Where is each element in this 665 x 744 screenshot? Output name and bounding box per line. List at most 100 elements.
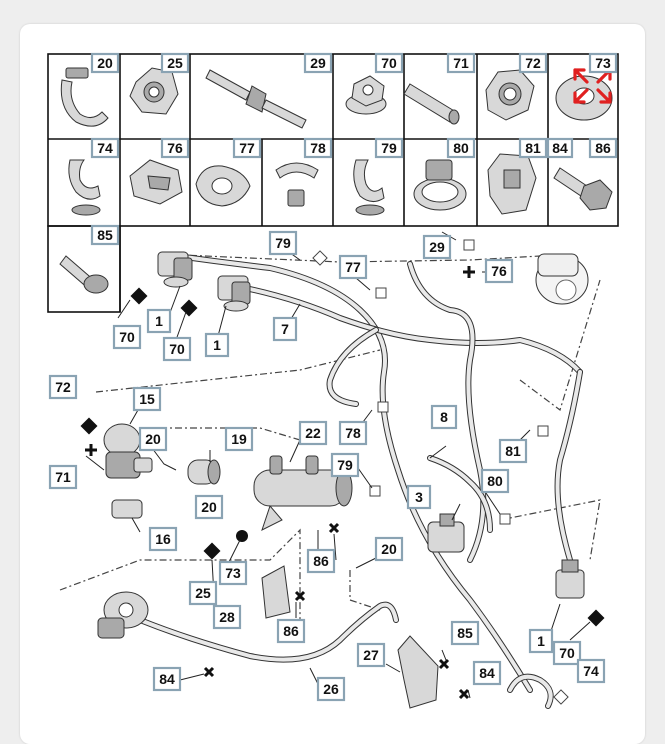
- grid-label: 79: [374, 137, 404, 159]
- callout-text: 22: [305, 425, 321, 441]
- callout-text: 80: [487, 473, 503, 489]
- grid-label-text: 72: [525, 55, 541, 71]
- callout: 28: [212, 604, 242, 630]
- callout: 3: [406, 484, 432, 510]
- grid-label-text: 84: [552, 140, 568, 156]
- marker-square: [203, 542, 221, 560]
- flange-nut-part-drawing: [345, 75, 387, 115]
- grid-label: 80: [446, 137, 476, 159]
- callout: 71: [48, 464, 78, 490]
- solenoid-valve-lower: [217, 275, 251, 312]
- marker-open-square: [463, 239, 475, 251]
- callout: 77: [338, 254, 368, 280]
- bolt-86-part-drawing: [553, 167, 613, 211]
- egr-cooler: [253, 455, 353, 531]
- callout-text: 26: [323, 681, 339, 697]
- parts-diagram: 20 25 29 70 71 72 73 74 76 77 78 79 80 8…: [47, 52, 619, 709]
- callout: 79: [330, 452, 360, 478]
- egr-valve: [103, 423, 153, 519]
- callout: 26: [316, 676, 346, 702]
- callout: 80: [480, 468, 510, 494]
- vacuum-valve-3: [427, 513, 465, 553]
- clip-78-part-drawing: [275, 162, 319, 207]
- parts-grid: [47, 53, 619, 313]
- grid-label-text: 74: [97, 140, 113, 156]
- marker-square: [180, 299, 198, 317]
- clamp-part-drawing: [60, 67, 109, 127]
- callout: 78: [338, 420, 368, 446]
- callout-text: 70: [169, 341, 185, 357]
- callout-text: 1: [155, 313, 163, 329]
- grid-label: 72: [518, 52, 548, 74]
- callout-text: 8: [440, 409, 448, 425]
- grid-label: 78: [303, 137, 333, 159]
- grid-label: 70: [374, 52, 404, 74]
- callout-text: 77: [345, 259, 361, 275]
- callout: 70: [552, 640, 582, 666]
- marker-open-square: [312, 250, 328, 266]
- callout: 19: [224, 426, 254, 452]
- clip-74-part-drawing: [68, 159, 101, 216]
- grid-label-text: 70: [381, 55, 397, 71]
- grid-label: 25: [160, 52, 190, 74]
- stud-bolt-part-drawing: [205, 69, 307, 129]
- marker-cross: [438, 658, 450, 670]
- marker-cross: [294, 590, 306, 602]
- grid-label-text: 20: [97, 55, 113, 71]
- callout-text: 29: [429, 239, 445, 255]
- solenoid-valve-right: [555, 559, 585, 599]
- callout: 85: [450, 620, 480, 646]
- callout: 27: [356, 642, 386, 668]
- callout-text: 70: [119, 329, 135, 345]
- callout-text: 78: [345, 425, 361, 441]
- grid-label-text: 85: [97, 227, 113, 243]
- callout: 25: [188, 580, 218, 606]
- grid-label-text: 29: [310, 55, 326, 71]
- marker-open-square: [499, 513, 511, 525]
- callout: 73: [218, 560, 248, 586]
- callout-text: 1: [537, 633, 545, 649]
- turbo-assembly: [535, 253, 589, 305]
- hose-routing: [59, 252, 601, 709]
- grid-label: 85: [90, 224, 120, 246]
- callout: 1: [528, 628, 554, 654]
- callout-text: 71: [55, 469, 71, 485]
- marker-open-square: [369, 485, 381, 497]
- callout: 29: [422, 234, 452, 260]
- callout: 74: [576, 658, 606, 684]
- clip-81-part-drawing: [487, 153, 537, 215]
- clip-76-part-drawing: [129, 159, 183, 205]
- callout-text: 76: [491, 263, 507, 279]
- callout: 20: [138, 426, 168, 452]
- solenoid-valve-upper: [157, 251, 193, 288]
- callout: 70: [112, 324, 142, 350]
- callout: 76: [484, 258, 514, 284]
- grid-label-text: 78: [310, 140, 326, 156]
- callout: 1: [204, 332, 230, 358]
- grid-label: 84: [546, 137, 574, 159]
- callout-text: 27: [363, 647, 379, 663]
- callout: 7: [272, 316, 298, 342]
- grid-label: 81: [518, 137, 548, 159]
- marker-open-square: [377, 401, 389, 413]
- callout-text: 79: [275, 235, 291, 251]
- bracket-28: [261, 565, 291, 619]
- grid-label: 77: [232, 137, 262, 159]
- washer-part-drawing: [555, 75, 613, 121]
- callout-text: 28: [219, 609, 235, 625]
- callout: 16: [148, 526, 178, 552]
- stud-part-drawing: [403, 83, 460, 125]
- callout: 8: [430, 404, 458, 430]
- grid-label-text: 73: [595, 55, 611, 71]
- grid-label-text: 81: [525, 140, 541, 156]
- grid-label-text: 71: [453, 55, 469, 71]
- callout: 20: [194, 494, 224, 520]
- callout-text: 81: [505, 443, 521, 459]
- callout-text: 3: [415, 489, 423, 505]
- callout: 86: [306, 548, 336, 574]
- grid-label: 76: [160, 137, 190, 159]
- grid-label: 29: [303, 52, 333, 74]
- grid-label-text: 76: [167, 140, 183, 156]
- marker-open-square: [553, 689, 569, 705]
- clip-79-part-drawing: [353, 159, 385, 216]
